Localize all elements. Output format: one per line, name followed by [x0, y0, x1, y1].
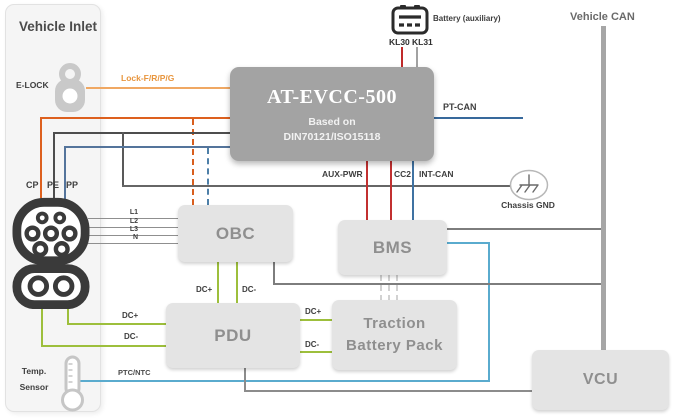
int-can-wire — [412, 161, 414, 221]
elock-icon — [55, 63, 85, 112]
l2-wire — [88, 227, 178, 228]
vehicle-inlet-title: Vehicle Inlet — [19, 19, 98, 34]
kl30-label: KL30 — [389, 37, 410, 47]
ptc-ntc-wire — [75, 380, 490, 382]
pdu-dc-minus-label: DC- — [305, 340, 320, 349]
vcu-box: VCU — [532, 350, 669, 410]
n-wire — [88, 243, 178, 244]
bms-battery-sense-wire-2 — [388, 275, 390, 301]
evcc-title: AT-EVCC-500 — [267, 85, 397, 108]
obc-vehicle-can-wire-h — [273, 283, 603, 285]
temp-sensor-icon — [61, 355, 84, 412]
cp-pin-label: CP — [26, 180, 39, 190]
pp-pin-label: PP — [66, 180, 79, 190]
kl31-wire — [416, 47, 418, 68]
temp-sensor-label-2: Sensor — [19, 382, 49, 392]
pp-wire-v — [64, 146, 66, 201]
elock-wire — [86, 87, 230, 89]
obc-pdu-dc-minus-wire — [236, 262, 238, 304]
bms-temp-wire-v — [488, 242, 490, 382]
pe-gnd-branch-v — [122, 132, 124, 187]
l1-label: L1 — [129, 209, 138, 216]
pdu-tbp-dc-minus-wire — [300, 351, 333, 353]
pdu-vcu-wire-h — [244, 390, 532, 392]
inlet-dc-minus-wire-v — [41, 305, 43, 347]
obc-dc-plus-label: DC+ — [196, 285, 213, 294]
pe-pin-label: PE — [47, 180, 60, 190]
cc2-label: CC2 — [394, 169, 412, 179]
vcu-label: VCU — [582, 371, 619, 388]
aux-pwr-label: AUX-PWR — [322, 169, 363, 179]
evcc-subtitle-1: Based on — [308, 115, 356, 128]
pe-wire-v — [53, 132, 55, 200]
pdu-dc-plus-label: DC+ — [305, 307, 322, 316]
traction-battery-label-1: Traction — [363, 315, 426, 333]
traction-battery-box: Traction Battery Pack — [332, 300, 457, 370]
n-label: N — [132, 234, 138, 241]
obc-vehicle-can-wire-v — [273, 262, 275, 285]
obc-dc-minus-label: DC- — [242, 285, 257, 294]
bms-label: BMS — [372, 237, 413, 257]
obc-label: OBC — [215, 223, 256, 243]
pt-can-label: PT-CAN — [443, 102, 477, 112]
bms-temp-wire-h — [447, 242, 490, 244]
aux-pwr-wire-2 — [390, 161, 392, 221]
evcc-controller-box: AT-EVCC-500 Based on DIN70121/ISO15118 — [230, 67, 434, 161]
kl31-label: KL31 — [412, 37, 433, 47]
bms-battery-sense-wire-1 — [380, 275, 382, 301]
int-can-label: INT-CAN — [419, 169, 454, 179]
inlet-dc-minus-wire-h — [41, 345, 167, 347]
bms-vehicle-can-wire — [447, 228, 603, 230]
pp-branch-dashed-wire — [207, 148, 209, 205]
elock-label: E-LOCK — [16, 80, 49, 90]
pdu-tbp-dc-plus-wire — [300, 319, 333, 321]
vehicle-can-bus — [601, 26, 606, 350]
aux-battery-icon — [391, 5, 429, 35]
obc-box: OBC — [178, 205, 293, 262]
l1-wire — [88, 218, 178, 219]
aux-pwr-wire-1 — [366, 161, 368, 221]
pdu-vcu-wire-v — [244, 368, 246, 392]
pdu-label: PDU — [214, 325, 252, 345]
pdu-box: PDU — [166, 303, 300, 368]
inlet-dc-minus-label: DC- — [124, 332, 139, 341]
l2-label: L2 — [129, 218, 138, 225]
kl30-wire — [401, 47, 403, 68]
cp-branch-dashed-wire — [192, 119, 194, 205]
cp-wire-v — [40, 117, 42, 198]
pt-can-wire — [434, 117, 523, 119]
bms-box: BMS — [338, 220, 447, 275]
l3-wire — [88, 235, 178, 236]
chassis-gnd-icon — [509, 169, 549, 201]
elock-wire-label: Lock-F/R/P/G — [121, 73, 175, 83]
pp-wire-h — [64, 146, 230, 148]
inlet-dc-plus-wire-v — [67, 305, 69, 325]
vehicle-can-label: Vehicle CAN — [570, 11, 635, 23]
aux-battery-label: Battery (auxiliary) — [433, 14, 501, 23]
l3-label: L3 — [129, 226, 138, 233]
traction-battery-label-2: Battery Pack — [346, 337, 443, 354]
pe-wire-h — [53, 132, 230, 134]
evcc-subtitle-2: DIN70121/ISO15118 — [283, 130, 381, 143]
cp-wire-h — [40, 117, 230, 119]
chassis-gnd-wire — [122, 185, 510, 187]
inlet-dc-plus-label: DC+ — [122, 311, 139, 320]
bms-battery-sense-wire-3 — [396, 275, 398, 301]
ccs-inlet-connector-icon — [12, 197, 90, 309]
chassis-gnd-label: Chassis GND — [501, 200, 555, 210]
obc-pdu-dc-plus-wire — [217, 262, 219, 304]
temp-sensor-label-1: Temp. — [21, 366, 47, 376]
ptc-ntc-label: PTC/NTC — [118, 368, 151, 377]
inlet-dc-plus-wire-h — [67, 323, 167, 325]
